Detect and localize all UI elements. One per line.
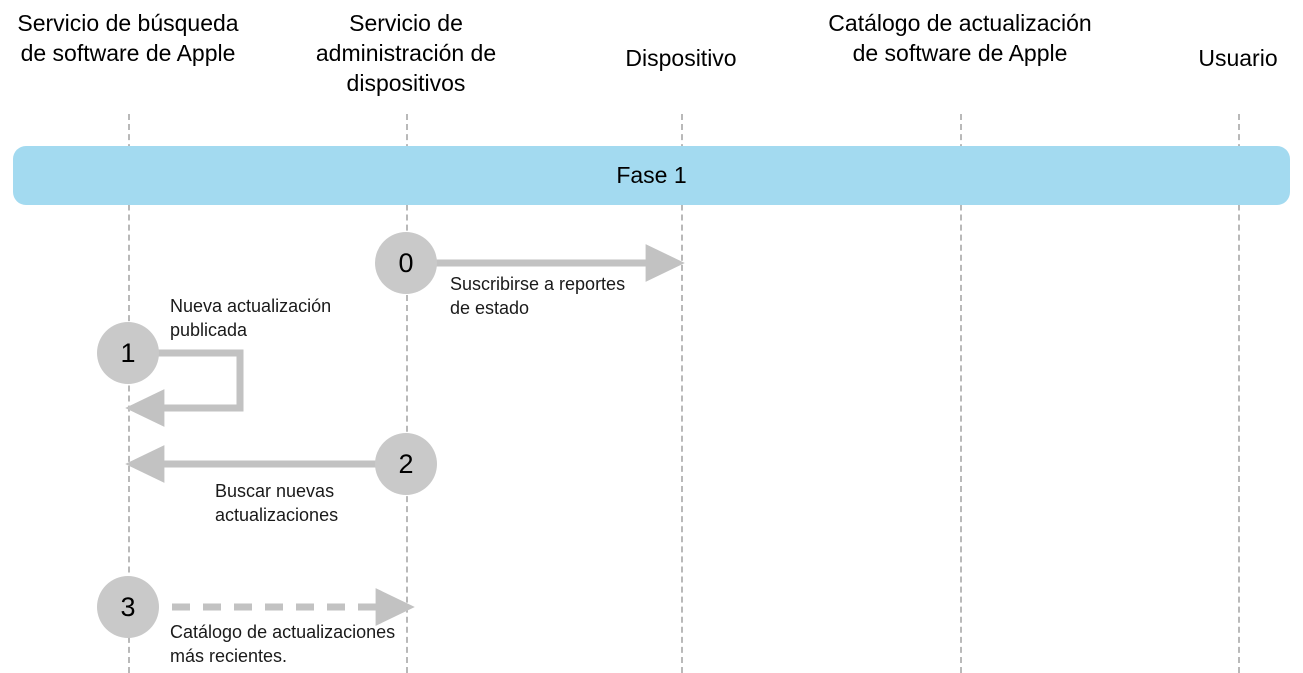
lane-line-apple-software-update-catalog bbox=[960, 114, 962, 673]
step-circle-2: 2 bbox=[375, 433, 437, 495]
phase-banner: Fase 1 bbox=[13, 146, 1290, 205]
step-circle-1: 1 bbox=[97, 322, 159, 384]
lane-line-device bbox=[681, 114, 683, 673]
step-circle-0: 0 bbox=[375, 232, 437, 294]
message-label-step-0: Suscribirse a reportes de estado bbox=[450, 274, 626, 318]
lane-line-user bbox=[1238, 114, 1240, 673]
message-label-step-1: Nueva actualización publicada bbox=[170, 296, 332, 340]
lane-header-apple-software-lookup: Servicio de búsqueda de software de Appl… bbox=[17, 10, 239, 66]
lane-line-device-management-service bbox=[406, 114, 408, 673]
arrow-step-1-self-loop bbox=[125, 349, 244, 427]
message-label-step-3: Catálogo de actualizaciones más reciente… bbox=[170, 622, 396, 666]
step-circle-3: 3 bbox=[97, 576, 159, 638]
message-label-step-2: Buscar nuevas actualizaciones bbox=[215, 481, 339, 525]
lane-header-apple-software-update-catalog: Catálogo de actualización de software de… bbox=[828, 10, 1092, 66]
lane-header-user: Usuario bbox=[1198, 45, 1278, 71]
lane-header-device: Dispositivo bbox=[625, 45, 737, 71]
phase-banner-label: Fase 1 bbox=[616, 162, 687, 188]
lane-header-device-management-service: Servicio de administración de dispositiv… bbox=[315, 10, 497, 96]
